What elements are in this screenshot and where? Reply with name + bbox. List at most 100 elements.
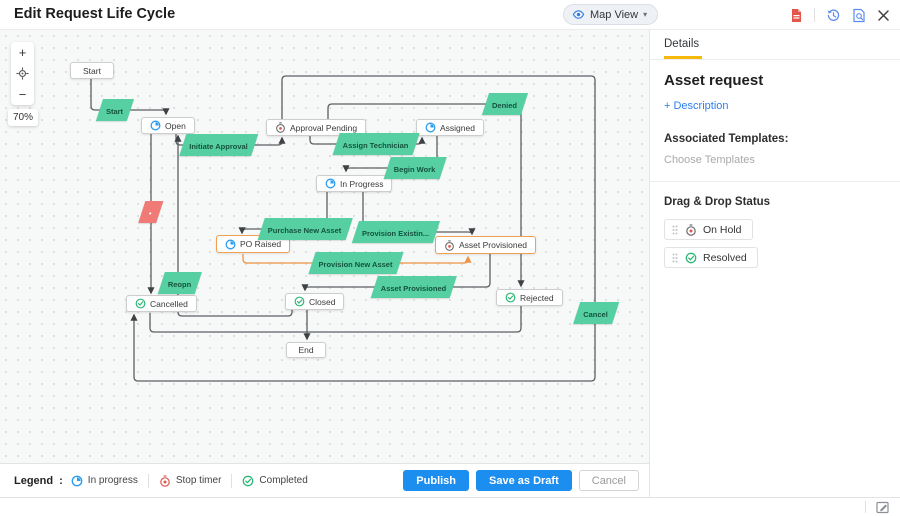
connector-layer [90, 75, 596, 382]
node-end[interactable]: End [286, 342, 326, 358]
save-as-draft-button[interactable]: Save as Draft [476, 470, 572, 491]
request-title: Asset request [664, 72, 764, 89]
in-progress-icon [325, 178, 336, 189]
page-title: Edit Request Life Cycle [14, 6, 176, 22]
completed-icon [294, 296, 305, 307]
map-view-label: Map View [590, 8, 639, 21]
transition-provision-new-asset[interactable]: Provision New Asset [308, 252, 404, 274]
legend-item-in-progress: In progress [71, 475, 138, 487]
edge-start-open [90, 78, 170, 116]
drag-drop-status-title: Drag & Drop Status [664, 196, 771, 208]
legend-item-completed: Completed [242, 475, 308, 487]
chevron-down-icon: ▾ [643, 10, 648, 19]
in-progress-icon [71, 475, 83, 487]
transition-reopen[interactable]: Reopn [157, 272, 203, 294]
header: Edit Request Life Cycle Map View ▾ [0, 0, 900, 30]
feedback-edit-icon[interactable] [876, 501, 890, 514]
fit-screen-icon[interactable] [11, 63, 34, 84]
node-label: Asset Provisioned [459, 240, 528, 250]
drag-handle-icon[interactable] [671, 252, 679, 264]
node-closed[interactable]: Closed [285, 293, 345, 310]
status-chip-resolved[interactable]: Resolved [664, 247, 758, 268]
transition-begin-work[interactable]: Begin Work [383, 157, 447, 179]
node-label: PO Raised [240, 239, 282, 249]
node-label: Closed [309, 296, 336, 307]
transition-cancel[interactable]: Cancel [573, 302, 619, 324]
node-label: End [298, 345, 314, 355]
action-bar: Legend : In progress Stop timer Complete… [0, 463, 900, 497]
transition-provision-existing[interactable]: Provision Existin... [351, 221, 441, 243]
stop-timer-icon [444, 240, 455, 251]
node-start[interactable]: Start [70, 62, 114, 79]
legend-label: Stop timer [175, 475, 222, 486]
add-description-link[interactable]: + Description [664, 100, 729, 112]
node-label: Cancelled [150, 298, 188, 309]
node-label: Approval Pending [290, 122, 358, 133]
transition-assign-technician[interactable]: Assign Technician [332, 133, 420, 155]
header-icons [790, 0, 890, 30]
status-chip-label: On Hold [703, 223, 742, 236]
export-pdf-icon[interactable] [790, 8, 803, 23]
node-label: Rejected [520, 292, 554, 303]
in-progress-icon [150, 120, 161, 131]
completed-icon [685, 252, 697, 264]
edge-assetprov-closed [301, 254, 491, 292]
node-label: In Progress [340, 178, 384, 189]
publish-button[interactable]: Publish [403, 470, 470, 491]
in-progress-icon [425, 122, 436, 133]
transition-asset-provisioned[interactable]: Asset Provisioned [370, 276, 458, 298]
status-chip-label: Resolved [703, 251, 747, 264]
transition-initiate-approval[interactable]: Initiate Approval [179, 134, 259, 156]
stop-timer-icon [275, 122, 286, 133]
zoom-level-badge: 70% [8, 109, 39, 126]
node-rejected[interactable]: Rejected [496, 289, 563, 306]
associated-templates-label: Associated Templates: [664, 133, 789, 145]
bottom-strip [0, 497, 900, 516]
node-approval-pending[interactable]: Approval Pending [266, 119, 367, 136]
preview-document-icon[interactable] [852, 8, 866, 23]
node-asset-provisioned[interactable]: Asset Provisioned [435, 236, 537, 254]
edge-cancel-loop [130, 75, 596, 382]
legend-label: Completed [259, 475, 308, 486]
map-view-dropdown[interactable]: Map View ▾ [563, 4, 659, 25]
sidebar-tabs: Details [650, 30, 900, 60]
legend-colon: : [59, 474, 63, 487]
zoom-in-button[interactable]: + [18, 45, 27, 60]
stop-timer-icon [159, 475, 171, 487]
node-assigned[interactable]: Assigned [416, 119, 484, 136]
in-progress-icon [225, 239, 236, 250]
drag-handle-icon[interactable] [671, 224, 679, 236]
edge-rejected-cancelled [149, 306, 522, 333]
history-icon[interactable] [826, 8, 841, 23]
close-icon[interactable] [877, 9, 890, 22]
sidebar-divider [650, 181, 900, 182]
bottom-strip-separator [865, 501, 866, 513]
legend-label: In progress [87, 475, 138, 486]
legend-item-stop-timer: Stop timer [159, 475, 222, 487]
completed-icon [135, 298, 146, 309]
cancel-button[interactable]: Cancel [578, 470, 639, 491]
lifecycle-canvas[interactable]: + − 70% [0, 30, 649, 463]
node-label: Assigned [440, 122, 475, 133]
node-label: Start [83, 65, 101, 76]
stop-timer-icon [685, 224, 697, 236]
legend-title: Legend [14, 474, 54, 487]
eye-icon [572, 10, 585, 19]
node-cancelled[interactable]: Cancelled [126, 295, 197, 312]
details-sidebar: Details Asset request + Description Asso… [649, 30, 900, 463]
zoom-out-button[interactable]: − [18, 87, 27, 102]
choose-templates-placeholder[interactable]: Choose Templates [664, 154, 755, 166]
node-open[interactable]: Open [141, 117, 195, 134]
status-chip-on-hold[interactable]: On Hold [664, 219, 753, 240]
tab-details[interactable]: Details [664, 38, 700, 50]
action-bar-right [649, 463, 900, 497]
transition-denied[interactable]: Denied [481, 93, 529, 115]
completed-icon [242, 475, 254, 487]
active-tab-underline [664, 56, 702, 59]
node-in-progress[interactable]: In Progress [316, 175, 393, 192]
zoom-controls: + − [11, 42, 34, 105]
completed-icon [505, 292, 516, 303]
transition-purchase-new-asset[interactable]: Purchase New Asset [257, 218, 353, 240]
legend-separator [231, 473, 233, 488]
